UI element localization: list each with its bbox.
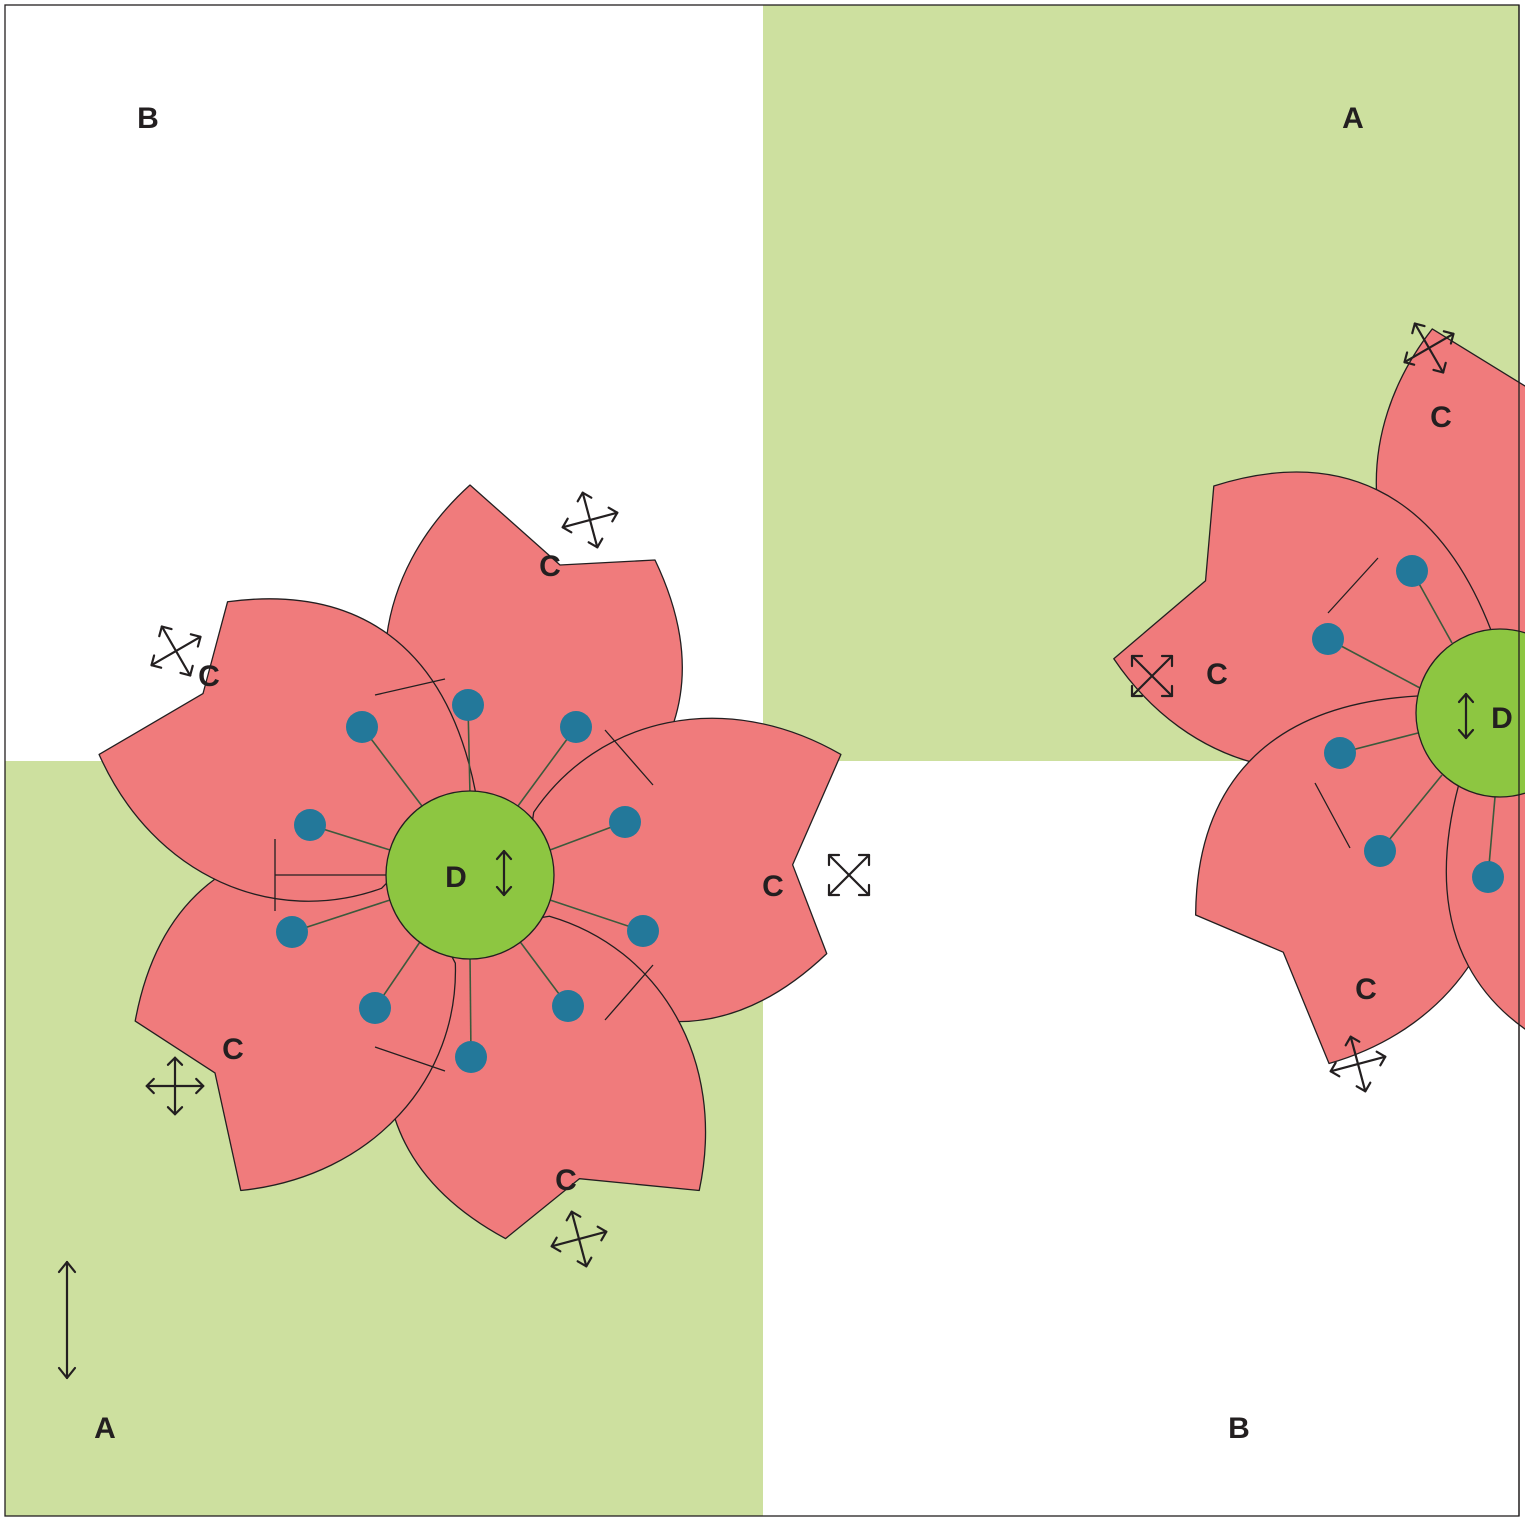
vertical-double-arrow-icon xyxy=(57,1260,77,1380)
flower-center xyxy=(385,790,555,960)
label-petal-c: C xyxy=(539,550,561,583)
label-center-d: D xyxy=(1491,702,1513,735)
flower-main xyxy=(68,484,908,1316)
label-petal-c: C xyxy=(1355,973,1377,1006)
label-petal-c: C xyxy=(762,870,784,903)
label-region-a-top-right: A xyxy=(1342,102,1364,135)
label-petal-c: C xyxy=(222,1033,244,1066)
seam-ticks xyxy=(1314,557,1379,849)
label-petal-c: C xyxy=(1206,658,1228,691)
flower-center xyxy=(1415,628,1525,798)
label-region-b-top-left: B xyxy=(137,102,159,135)
stamens xyxy=(276,689,659,1073)
label-region-b-bottom-right: B xyxy=(1228,1412,1250,1445)
flower-partial xyxy=(1101,291,1525,1138)
label-petal-c: C xyxy=(555,1164,577,1197)
vertical-arrows xyxy=(57,692,1475,1380)
seam-ticks xyxy=(274,678,654,1072)
stamens xyxy=(1312,555,1504,893)
label-petal-c: C xyxy=(1430,401,1452,434)
label-region-a-bottom-left: A xyxy=(94,1412,116,1445)
label-center-d: D xyxy=(445,861,467,894)
label-petal-c: C xyxy=(198,660,220,693)
